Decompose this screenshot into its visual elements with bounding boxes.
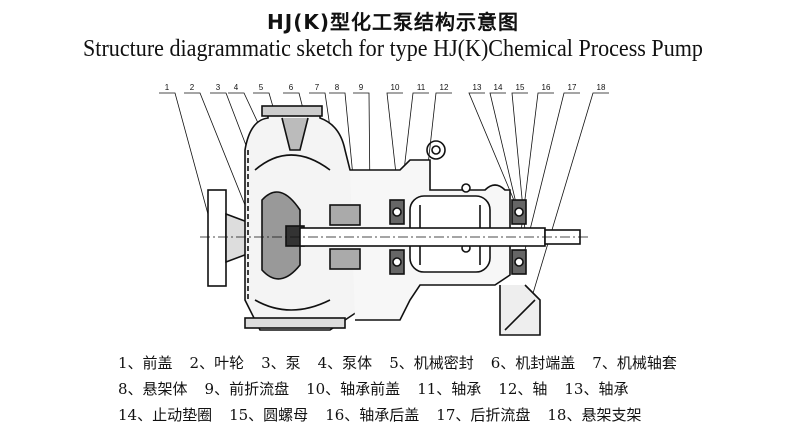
callout-9: 9 xyxy=(353,83,371,201)
legend-item: 4、泵体 xyxy=(317,354,373,372)
leader-line xyxy=(353,92,371,201)
callout-number: 14 xyxy=(494,83,503,92)
callout-11: 11 xyxy=(399,83,429,206)
leader-line xyxy=(159,92,216,241)
legend-item: 14、止动垫圈 xyxy=(118,406,213,424)
legend-item: 12、轴 xyxy=(498,380,548,398)
callout-number: 8 xyxy=(335,83,340,92)
legend-item: 3、泵 xyxy=(261,354,301,372)
callout-13: 13 xyxy=(468,83,519,211)
leader-line xyxy=(489,92,521,221)
legend-item: 11、轴承 xyxy=(417,380,482,398)
callout-number: 17 xyxy=(568,83,577,92)
callout-number: 7 xyxy=(315,83,320,92)
legend-item: 18、悬架支架 xyxy=(547,406,642,424)
callout-number: 15 xyxy=(516,83,525,92)
callout-number: 12 xyxy=(440,83,449,92)
callout-number: 4 xyxy=(234,83,239,92)
legend-item: 1、前盖 xyxy=(118,354,173,372)
callout-18: 18 xyxy=(527,83,609,311)
title-english: Structure diagrammatic sketch for type H… xyxy=(83,36,703,62)
legend-item: 8、悬架体 xyxy=(118,380,188,398)
legend-item: 6、机封端盖 xyxy=(490,354,576,372)
legend-row: 1、前盖 2、叶轮 3、泵 4、泵体 5、机械密封 6、机封端盖 7、机械轴套 xyxy=(118,352,694,373)
callout-number: 13 xyxy=(473,83,482,92)
callout-number: 2 xyxy=(190,83,195,92)
callout-number: 6 xyxy=(289,83,294,92)
callout-1: 1 xyxy=(159,83,216,241)
leader-line xyxy=(468,92,519,211)
legend-item: 10、轴承前盖 xyxy=(306,380,401,398)
callout-number: 5 xyxy=(259,83,264,92)
callout-number: 3 xyxy=(216,83,221,92)
legend-item: 16、轴承后盖 xyxy=(325,406,420,424)
legend-item: 7、机械轴套 xyxy=(592,354,677,372)
callout-number: 11 xyxy=(417,83,426,92)
bracket-support xyxy=(244,284,541,336)
title-chinese: HJ(K)型化工泵结构示意图 xyxy=(267,10,519,34)
callout-number: 16 xyxy=(542,83,551,92)
legend-row: 8、悬架体 9、前折流盘 10、轴承前盖 11、轴承 12、轴 13、轴承 xyxy=(118,378,645,399)
leader-line xyxy=(511,92,528,231)
callout-15: 15 xyxy=(511,83,528,231)
mechanical-seal xyxy=(329,204,361,270)
legend-item: 13、轴承 xyxy=(564,380,629,398)
leader-line xyxy=(386,92,403,211)
leader-line xyxy=(399,92,429,206)
callout-number: 18 xyxy=(597,83,606,92)
legend-item: 5、机械密封 xyxy=(389,354,474,372)
shaft xyxy=(200,227,590,247)
callout-number: 1 xyxy=(165,83,170,92)
callout-2: 2 xyxy=(184,83,256,231)
leader-line xyxy=(519,92,554,241)
callout-10: 10 xyxy=(386,83,403,211)
legend-item: 17、后折流盘 xyxy=(436,406,531,424)
leader-line xyxy=(527,92,609,311)
legend-item: 15、圆螺母 xyxy=(229,406,309,424)
callout-number: 10 xyxy=(391,83,400,92)
callout-17: 17 xyxy=(519,83,580,271)
leader-line xyxy=(184,92,256,231)
callout-14: 14 xyxy=(489,83,521,221)
legend-row: 14、止动垫圈 15、圆螺母 16、轴承后盖 17、后折流盘 18、悬架支架 xyxy=(118,404,658,425)
legend-item: 9、前折流盘 xyxy=(204,380,290,398)
bearings xyxy=(389,199,527,275)
leader-line xyxy=(519,92,580,271)
callout-number: 9 xyxy=(359,83,364,92)
callout-16: 16 xyxy=(519,83,554,241)
legend-item: 2、叶轮 xyxy=(189,354,245,372)
